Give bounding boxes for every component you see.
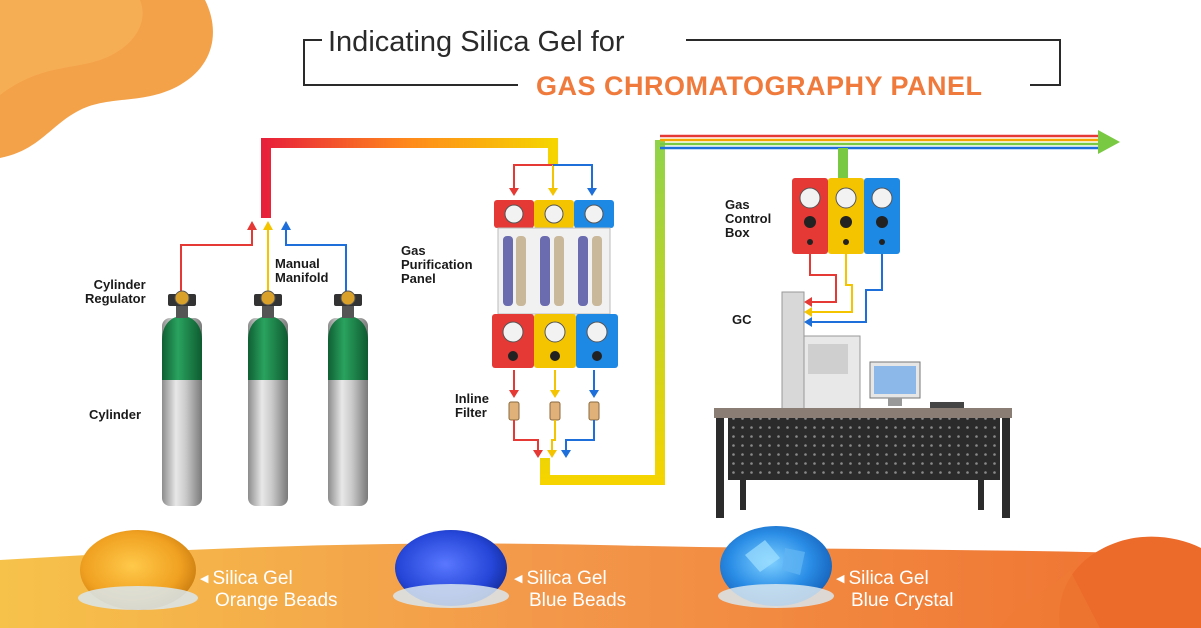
pipe-main [261,138,558,218]
bowl-blue-beads [393,530,509,608]
bowl-orange-beads [78,530,198,610]
gas-purification-panel [492,200,618,368]
inline-filters [508,401,600,421]
label-cylinder-regulator-line-1: Cylinder [93,277,146,292]
label-gas-control-box-line-3: Box [725,225,750,240]
label-manual-manifold-line-1: Manual [275,256,320,271]
product-caption-blue-crystal: ◀Silica Gel Blue Crystal [836,568,953,612]
label-gas-purification-panel-line-2: Purification [401,257,473,272]
panel-inlet-arrows [513,164,593,190]
product-2-line-1: Silica Gel [848,568,929,589]
product-1-line-2: Blue Beads [529,590,627,611]
title-line-1: Indicating Silica Gel for [328,26,625,58]
title-line-2: GAS CHROMATOGRAPHY PANEL [536,71,983,101]
label-cylinder-regulator: Cylinder Regulator [85,278,146,306]
cylinder-feed-lines [180,228,347,292]
bowl-blue-crystal [718,526,834,608]
label-gas-purification-panel: Gas Purification Panel [401,244,473,286]
bottom-band [0,543,1201,628]
lab-table [714,408,1012,518]
product-0-line-2: Orange Beads [215,590,338,611]
label-inline-filter-line-1: Inline [455,391,489,406]
label-inline-filter-line-2: Filter [455,405,487,420]
title-frame [303,39,1061,86]
cylinder-2 [248,290,288,506]
gc-instrument [781,291,964,411]
decor-blob-top-left-light [0,0,143,95]
pointer-icon: ◀ [836,573,845,585]
pipe-outlet [540,140,665,485]
pointer-icon: ◀ [514,573,523,585]
label-inline-filter: Inline Filter [455,392,489,420]
product-2-line-2: Blue Crystal [851,590,954,611]
label-gas-control-box: Gas Control Box [725,198,771,240]
product-caption-blue-beads: ◀Silica Gel Blue Beads [514,568,626,612]
product-caption-orange-beads: ◀Silica Gel Orange Beads [200,568,338,612]
product-0-line-1: Silica Gel [212,568,293,589]
label-manual-manifold: Manual Manifold [275,257,328,285]
label-cylinder-regulator-line-2: Regulator [85,291,146,306]
label-gas-control-box-line-1: Gas [725,197,750,212]
label-cylinder: Cylinder [89,407,142,422]
label-manual-manifold-line-2: Manifold [275,270,329,285]
cylinder-3 [328,290,368,506]
flow-arrow-head [1098,130,1120,154]
pipe-to-gc [660,134,1100,150]
gas-control-box [792,178,900,254]
label-gas-control-box-line-2: Control [725,211,772,226]
product-1-line-1: Silica Gel [526,568,607,589]
cylinder-1 [162,290,202,506]
label-gc: GC [732,312,752,327]
label-gas-purification-panel-line-3: Panel [401,271,436,286]
label-gas-purification-panel-line-1: Gas [401,243,426,258]
decor-blob-bottom-right [1059,536,1201,628]
pointer-icon: ◀ [200,573,209,585]
